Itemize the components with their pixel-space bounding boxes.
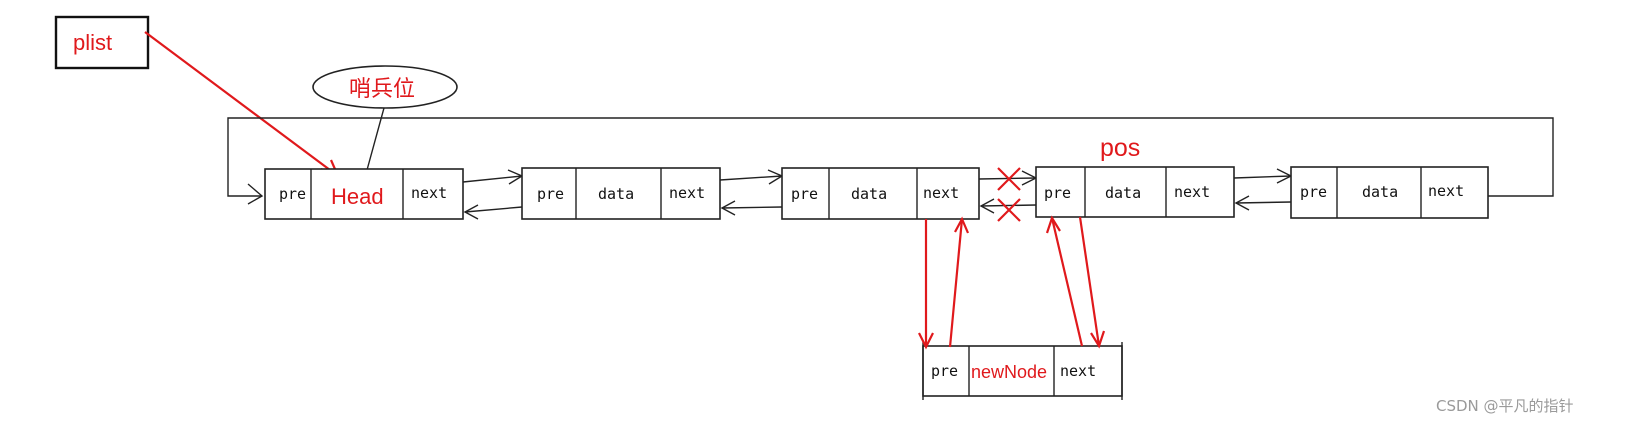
newnode-next-field: next [1060, 362, 1096, 380]
newnode-label: newNode [971, 362, 1047, 382]
data-node-1: pre data next [521, 167, 721, 220]
node4-pre-field: pre [1300, 183, 1327, 201]
node3-data-field: data [1105, 184, 1141, 202]
arrow-newnode-next-to-pos [1045, 215, 1084, 347]
circular-link-lines [227, 117, 1554, 205]
sentinel-label: 哨兵位 [349, 76, 415, 101]
pos-label: pos [1100, 134, 1140, 162]
head-label: Head [331, 184, 384, 209]
data-node-4: pre data next [1290, 166, 1489, 219]
arrow-node2-next-to-newnode [918, 219, 934, 350]
node4-data-field: data [1362, 183, 1398, 201]
plist-box: plist [54, 15, 150, 70]
link-node1-node2 [719, 169, 784, 216]
newnode-pre-field: pre [931, 362, 958, 380]
arrow-pos-pre-to-newnode [1078, 216, 1106, 349]
link-head-node1 [462, 169, 524, 220]
broken-link-cross-marks [997, 167, 1021, 222]
node3-pre-field: pre [1044, 184, 1071, 202]
node2-pre-field: pre [791, 185, 818, 203]
node1-data-field: data [598, 185, 634, 203]
node1-next-field: next [669, 184, 705, 202]
link-node3-node4 [1233, 168, 1293, 211]
sentinel-callout: 哨兵位 [312, 65, 458, 171]
arrow-newnode-pre-to-node2 [948, 216, 970, 348]
data-node-3-pos: pre data next [1035, 166, 1235, 218]
plist-pointer-arrow [144, 31, 341, 179]
node2-next-field: next [923, 184, 959, 202]
node2-data-field: data [851, 185, 887, 203]
data-node-2: pre data next [781, 167, 980, 220]
watermark: CSDN @平凡的指针 [1436, 397, 1574, 415]
plist-label: plist [73, 30, 112, 55]
head-next-field: next [411, 184, 447, 202]
node1-pre-field: pre [537, 185, 564, 203]
new-node: pre newNode next [922, 342, 1123, 400]
head-node: pre Head next [264, 168, 464, 220]
node3-next-field: next [1174, 183, 1210, 201]
head-pre-field: pre [279, 185, 306, 203]
node4-next-field: next [1428, 182, 1464, 200]
